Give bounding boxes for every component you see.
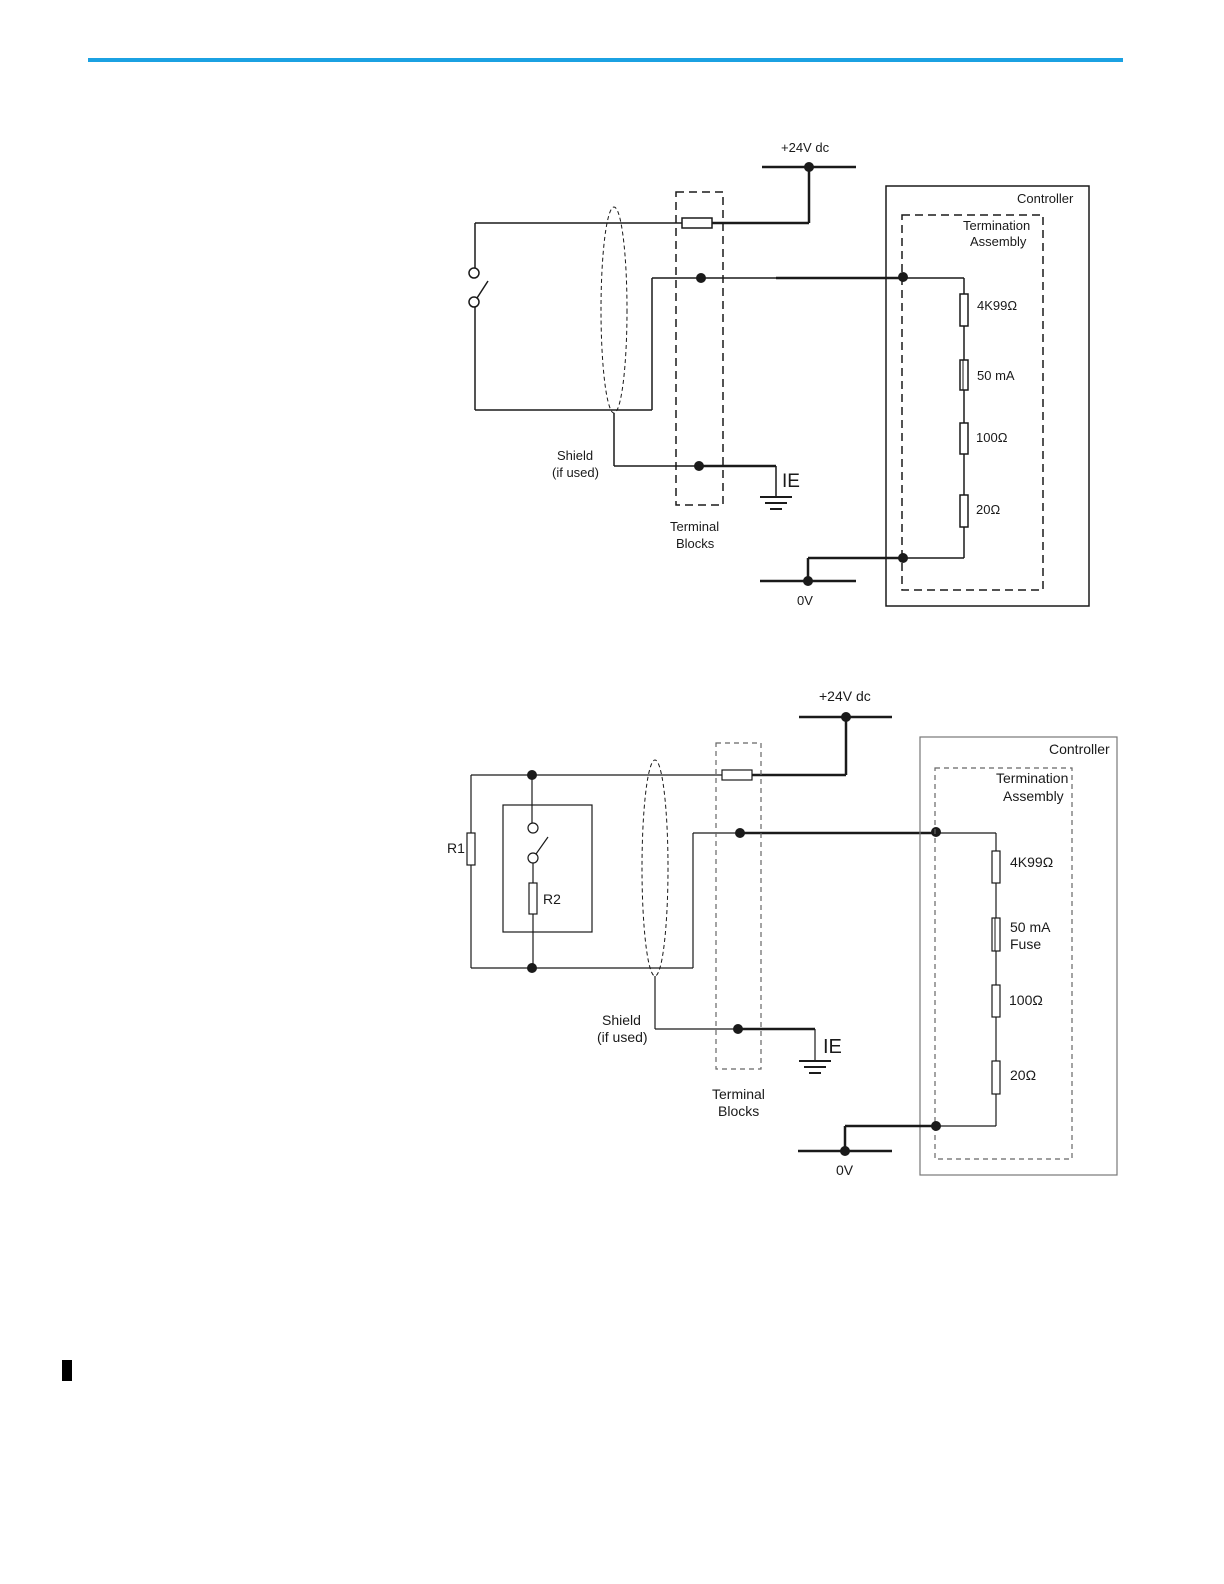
ground-label: 0V — [797, 593, 813, 608]
termination-assembly-box — [935, 768, 1072, 1159]
diagram-1-labels: +24V dc Controller Termination Assembly … — [552, 140, 1074, 608]
terminal-node-signal — [696, 273, 706, 283]
terminal-fuse — [722, 770, 752, 780]
resistor-r2 — [529, 883, 537, 914]
supply-node — [804, 162, 814, 172]
terminal-node-shield — [694, 461, 704, 471]
terminal-label-2: Blocks — [676, 536, 715, 551]
fuse-50ma — [992, 918, 1000, 951]
switch-contact-top — [528, 823, 538, 833]
termination-label-2: Assembly — [1003, 788, 1064, 804]
terminal-label-2: Blocks — [718, 1103, 759, 1119]
terminal-node-shield — [733, 1024, 743, 1034]
r1-label: R1 — [447, 840, 465, 856]
resistor-4k99 — [960, 294, 968, 326]
resistor-20 — [992, 1061, 1000, 1094]
terminal-label-1: Terminal — [712, 1086, 765, 1102]
switch-blade — [477, 281, 488, 298]
cable-shield — [642, 760, 668, 976]
fuse-label-1: 50 mA — [1010, 919, 1051, 935]
controller-label: Controller — [1017, 191, 1074, 206]
termination-label-2: Assembly — [970, 234, 1027, 249]
terminal-blocks-box — [676, 192, 723, 505]
resistor-4k99-label: 4K99Ω — [977, 298, 1017, 313]
fuse-50ma — [960, 360, 968, 390]
ground-node — [803, 576, 813, 586]
shield-label-1: Shield — [602, 1012, 641, 1028]
resistor-4k99 — [992, 851, 1000, 883]
terminal-node-signal — [735, 828, 745, 838]
supply-node — [841, 712, 851, 722]
shield-label-1: Shield — [557, 448, 593, 463]
termination-node-top — [898, 272, 908, 282]
resistor-100-label: 100Ω — [1009, 992, 1043, 1008]
termination-node-top — [931, 827, 941, 837]
termination-label-1: Termination — [963, 218, 1030, 233]
resistor-20-label: 20Ω — [976, 502, 1000, 517]
switch-enclosure — [503, 805, 592, 932]
resistor-r1 — [467, 833, 475, 865]
termination-assembly-box — [902, 215, 1043, 590]
r2-label: R2 — [543, 891, 561, 907]
terminal-blocks-box — [716, 743, 761, 1069]
resistor-20-label: 20Ω — [1010, 1067, 1036, 1083]
fuse-label-2: Fuse — [1010, 936, 1041, 952]
supply-label: +24V dc — [819, 688, 871, 704]
controller-box — [886, 186, 1089, 606]
resistor-100 — [960, 423, 968, 454]
earth-label: IE — [823, 1036, 842, 1058]
earth-label: IE — [782, 471, 800, 492]
resistor-100-label: 100Ω — [976, 430, 1008, 445]
shield-label-2: (if used) — [552, 465, 599, 480]
resistor-100 — [992, 985, 1000, 1017]
fuse-label: 50 mA — [977, 368, 1015, 383]
switch-contact-top — [469, 268, 479, 278]
resistor-4k99-label: 4K99Ω — [1010, 854, 1053, 870]
switch-contact-bottom — [528, 853, 538, 863]
switch-blade — [536, 837, 548, 854]
terminal-fuse — [682, 218, 712, 228]
shield-label-2: (if used) — [597, 1029, 648, 1045]
cable-shield — [601, 207, 627, 413]
supply-label: +24V dc — [781, 140, 830, 155]
ground-node — [840, 1146, 850, 1156]
controller-label: Controller — [1049, 741, 1110, 757]
terminal-label-1: Terminal — [670, 519, 719, 534]
diagram-2-labels: +24V dc Controller Termination Assembly … — [447, 688, 1110, 1178]
resistor-20 — [960, 495, 968, 527]
switch-contact-bottom — [469, 297, 479, 307]
ground-label: 0V — [836, 1162, 854, 1178]
termination-label-1: Termination — [996, 770, 1068, 786]
